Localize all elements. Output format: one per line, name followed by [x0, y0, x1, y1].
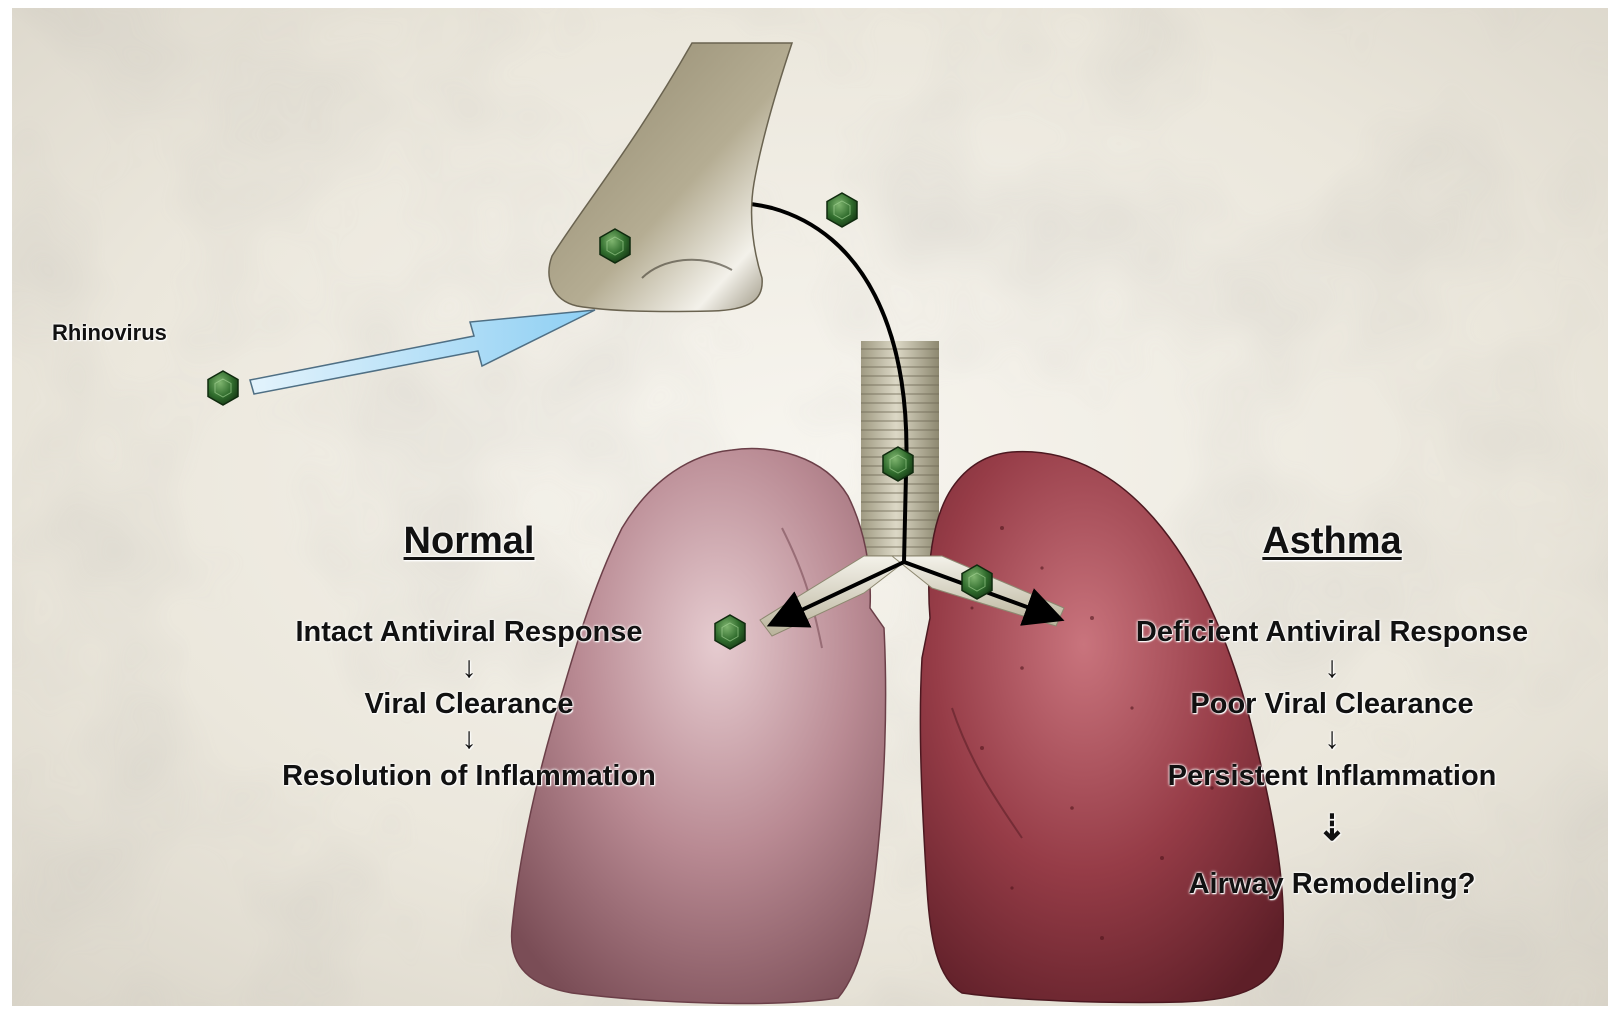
asthma-arrow-3-dashed: ⇣ [1317, 808, 1347, 848]
asthma-heading: Asthma [1262, 520, 1401, 563]
normal-arrow-1: ↓ [462, 653, 477, 683]
rhinovirus-label: Rhinovirus [52, 320, 167, 346]
normal-step-1: Intact Antiviral Response [295, 616, 642, 649]
normal-heading: Normal [404, 520, 535, 563]
normal-step-2: Viral Clearance [364, 688, 573, 721]
illustration [12, 8, 1608, 1006]
rhinovirus-particle-icon [208, 371, 238, 405]
rhinovirus-particle-icon [827, 193, 857, 227]
rhinovirus-particle-icon [715, 615, 745, 649]
asthma-step-3: Persistent Inflammation [1168, 760, 1497, 793]
normal-step-3: Resolution of Inflammation [282, 760, 656, 793]
normal-arrow-2: ↓ [462, 724, 477, 754]
rhinovirus-particle-icon [883, 447, 913, 481]
rhinovirus-particle-icon [600, 229, 630, 263]
asthma-arrow-2: ↓ [1325, 724, 1340, 754]
asthma-step-4: Airway Remodeling? [1189, 868, 1476, 901]
rhinovirus-particle-icon [962, 565, 992, 599]
asthma-step-1: Deficient Antiviral Response [1136, 616, 1528, 649]
diagram-canvas: Rhinovirus Normal Intact Antiviral Respo… [12, 8, 1608, 1006]
asthma-arrow-1: ↓ [1325, 653, 1340, 683]
asthma-step-2: Poor Viral Clearance [1190, 688, 1473, 721]
